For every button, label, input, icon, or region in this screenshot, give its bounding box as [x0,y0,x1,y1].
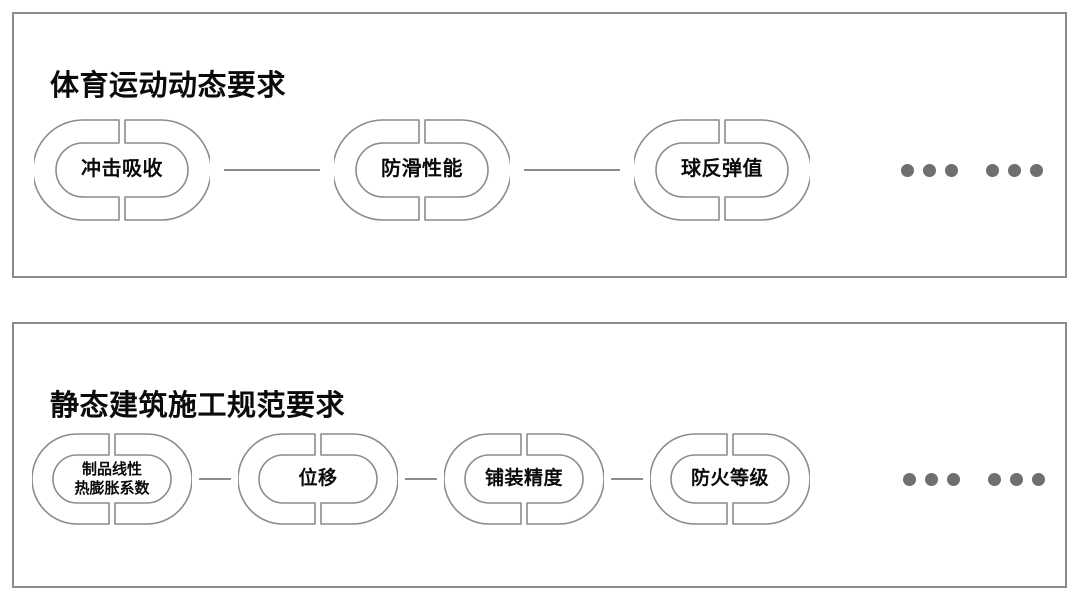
ellipsis-dot [1008,163,1021,177]
ellipsis-dot [945,163,958,177]
ellipsis-dot [988,472,1001,486]
flow-row-static: 制品线性 热膨胀系数 位移 铺装精度 防火等级 [14,422,1065,536]
chain-link-node[interactable]: 球反弹值 [634,107,810,233]
ellipsis-dots-group [988,472,1045,486]
ellipsis-dot [901,163,914,177]
ellipsis-dot [947,472,960,486]
chain-link-node[interactable]: 冲击吸收 [34,107,210,233]
panel-static-requirements: 静态建筑施工规范要求 制品线性 热膨胀系数 位移 铺装精度 [12,322,1067,588]
ellipsis-dots-group [901,163,958,177]
chain-link-node[interactable]: 铺装精度 [444,422,604,536]
ellipsis-dot [1030,163,1043,177]
ellipsis-dot [986,163,999,177]
panel-title-static: 静态建筑施工规范要求 [50,390,346,423]
connector-line [524,169,620,171]
connector-line [405,478,437,480]
ellipsis-dot [903,472,916,486]
panel-dynamic-requirements: 体育运动动态要求 冲击吸收 防滑性能 球反弹值 [12,12,1067,278]
chain-link-node[interactable]: 防滑性能 [334,107,510,233]
chain-link-node[interactable]: 制品线性 热膨胀系数 [32,422,192,536]
panel-title-dynamic: 体育运动动态要求 [50,70,287,103]
connector-line [199,478,231,480]
ellipsis-dot [1010,472,1023,486]
flow-row-dynamic: 冲击吸收 防滑性能 球反弹值 [14,107,1065,233]
connector-line [611,478,643,480]
ellipsis-dot [1032,472,1045,486]
ellipsis-dots-group [903,472,960,486]
chain-link-node[interactable]: 位移 [238,422,398,536]
chain-link-node[interactable]: 防火等级 [650,422,810,536]
ellipsis-dots-group [986,163,1043,177]
ellipsis-dot [923,163,936,177]
connector-line [224,169,320,171]
ellipsis-dot [925,472,938,486]
